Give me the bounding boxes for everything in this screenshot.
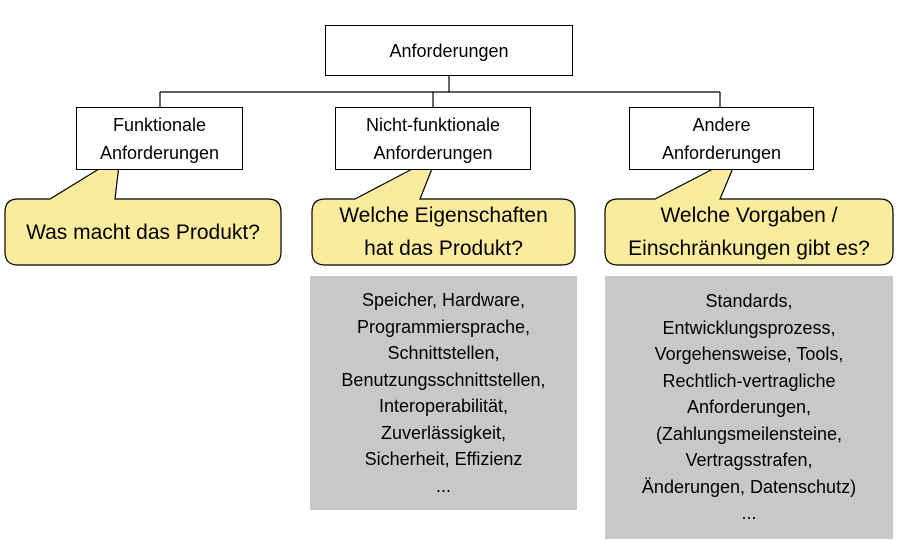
question-line: hat das Produkt? — [364, 237, 523, 260]
tree-connectors — [159, 76, 721, 107]
details-line: (Zahlungsmeilensteine, — [655, 423, 843, 444]
bubble-shape-andere — [604, 154, 894, 266]
question-line: Was macht das Produkt? — [26, 220, 260, 244]
details-line: Zuverlässigkeit, — [380, 422, 507, 443]
details-line: ... — [741, 503, 757, 524]
question-bubble-nicht-funktional: Welche Eigenschaften hat das Produkt? — [312, 199, 575, 265]
details-box-nicht-funktional: Speicher, Hardware, Programmiersprache, … — [310, 276, 577, 510]
root-label: Anforderungen — [389, 40, 509, 61]
question-line: Welche Vorgaben / — [660, 204, 838, 227]
category-node-andere: Andere Anforderungen — [629, 107, 814, 170]
category-label-line: Nicht-funktionale — [365, 114, 501, 135]
details-line: Sicherheit, Effizienz — [364, 449, 523, 469]
details-line: Benutzungsschnittstellen, — [341, 369, 546, 390]
details-line: Standards, — [705, 291, 793, 312]
category-node-funktional: Funktionale Anforderungen — [76, 107, 243, 170]
question-bubble-andere: Welche Vorgaben / Einschränkungen gibt e… — [605, 199, 893, 265]
category-label-line: Anforderungen — [661, 142, 782, 163]
question-line: Welche Eigenschaften — [339, 204, 548, 227]
details-line: Änderungen, Datenschutz) — [641, 476, 857, 497]
details-line: Programmiersprache, — [356, 316, 531, 337]
question-bubble-funktional: Was macht das Produkt? — [5, 199, 281, 265]
root-node: Anforderungen — [325, 25, 573, 76]
details-line: Schnittstellen, — [387, 343, 500, 363]
details-line: Anforderungen, — [686, 397, 812, 418]
details-line: Speicher, Hardware, — [361, 290, 526, 310]
bubble-shape-nicht-funktional — [311, 154, 576, 266]
details-line: Vorgehensweise, Tools, — [654, 344, 844, 365]
details-line: Vertragsstrafen, — [685, 450, 813, 471]
category-label-line: Anforderungen — [373, 142, 493, 163]
details-line: Entwicklungsprozess, — [662, 317, 836, 338]
category-label-line: Funktionale — [112, 114, 207, 135]
category-node-nicht-funktional: Nicht-funktionale Anforderungen — [335, 107, 531, 170]
details-line: Interoperabilität, — [378, 396, 509, 416]
bubble-shape-funktional — [4, 154, 282, 266]
category-label-line: Anforderungen — [99, 142, 220, 163]
details-box-andere: Standards, Entwicklungsprozess, Vorgehen… — [605, 276, 893, 539]
question-line: Einschränkungen gibt es? — [628, 237, 870, 260]
details-line: Rechtlich-vertragliche — [662, 370, 836, 391]
category-label-line: Andere — [692, 114, 751, 135]
details-line: ... — [435, 475, 451, 496]
